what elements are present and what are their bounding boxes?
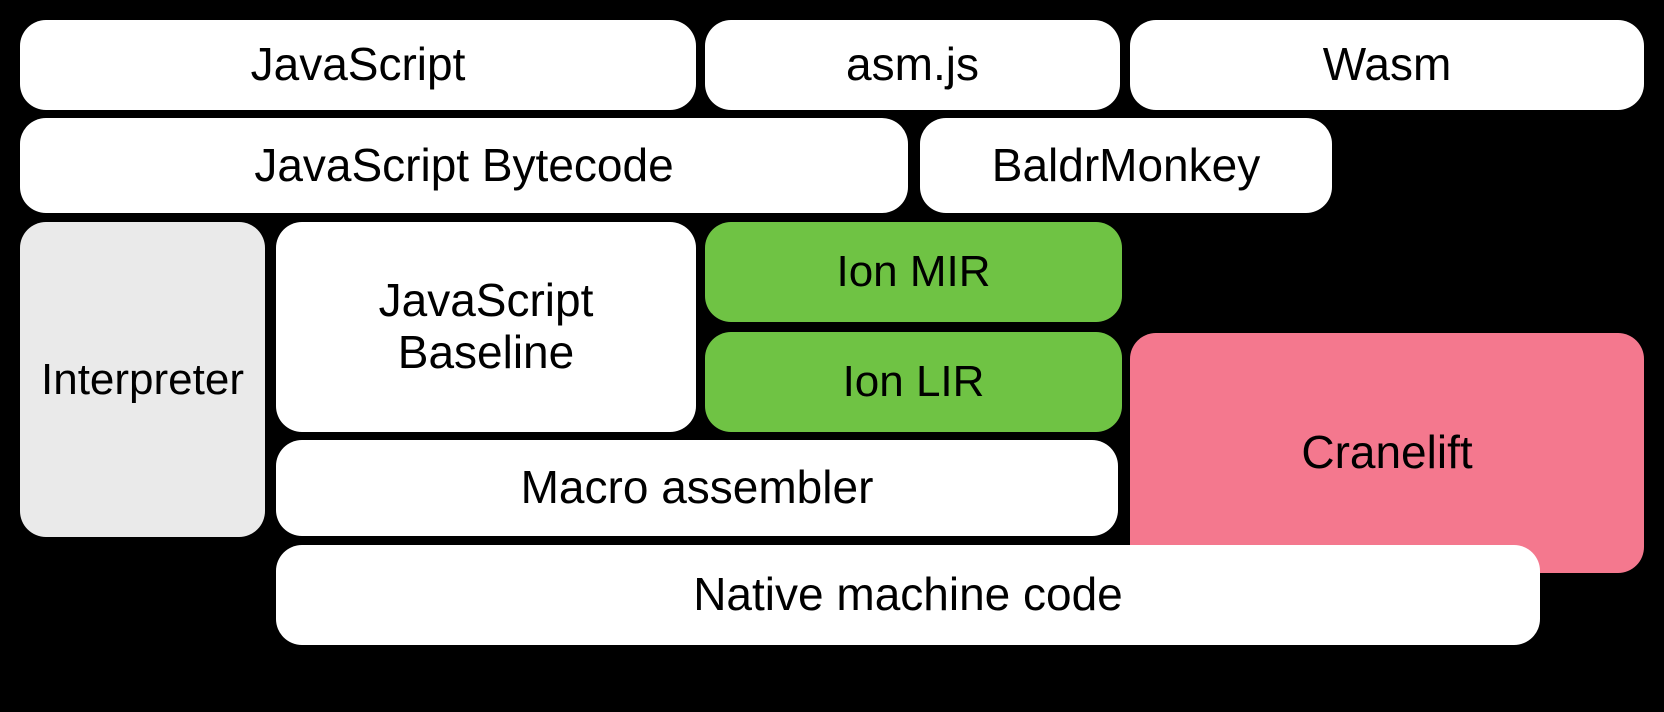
node-cranelift: Cranelift xyxy=(1130,333,1644,573)
node-javascript-bytecode: JavaScript Bytecode xyxy=(20,118,908,213)
node-ion-mir: Ion MIR xyxy=(705,222,1122,322)
node-baldrmonkey: BaldrMonkey xyxy=(920,118,1332,213)
node-interpreter: Interpreter xyxy=(20,222,265,537)
node-ion-lir: Ion LIR xyxy=(705,332,1122,432)
node-macro-assembler: Macro assembler xyxy=(276,440,1118,536)
node-native-machine-code: Native machine code xyxy=(276,545,1540,645)
node-wasm: Wasm xyxy=(1130,20,1644,110)
node-javascript: JavaScript xyxy=(20,20,696,110)
node-asm-js: asm.js xyxy=(705,20,1120,110)
node-javascript-baseline: JavaScript Baseline xyxy=(276,222,696,432)
